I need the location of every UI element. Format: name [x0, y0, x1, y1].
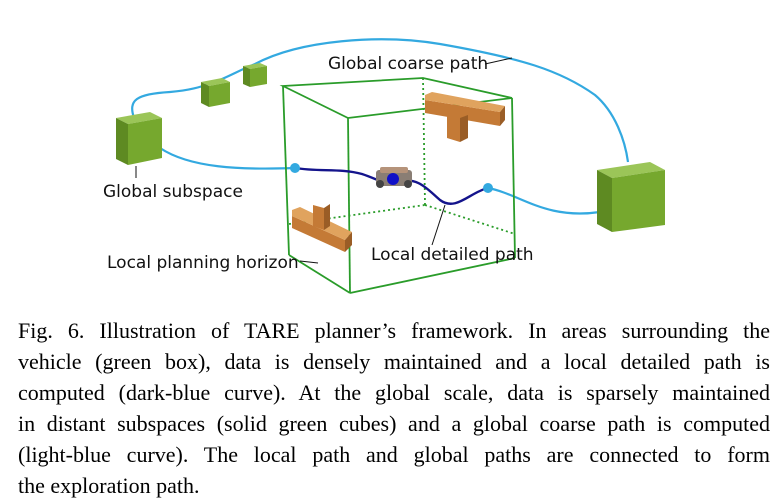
- global-subspace-cube-small-1: [201, 78, 230, 107]
- caption-line: in distant subspaces (solid green cubes)…: [18, 411, 770, 436]
- global-coarse-path-right-branch: [487, 186, 601, 215]
- vehicle-icon: [376, 167, 412, 188]
- leader-local-detailed-path: [431, 204, 446, 246]
- connection-point-left: [290, 163, 300, 173]
- label-local-planning-horizon: Local planning horizon: [107, 253, 299, 273]
- caption-line: vehicle (green box), data is densely mai…: [18, 349, 770, 374]
- tare-framework-illustration: Global coarse path Global subspace Local…: [103, 38, 665, 294]
- obstacle-lower: [292, 204, 352, 252]
- figure-caption: Fig. 6. Illustration of TARE planner’s f…: [18, 315, 770, 501]
- obstacle-upper: [425, 92, 505, 142]
- label-global-subspace: Global subspace: [103, 182, 243, 202]
- global-coarse-path-left-branch: [159, 147, 296, 170]
- local-planning-horizon-box: [279, 77, 516, 294]
- caption-line: (light-blue curve). The local path and g…: [18, 442, 770, 467]
- global-subspace-cube-large-left: [116, 112, 162, 165]
- caption-line: computed (dark-blue curve). At the globa…: [18, 380, 770, 405]
- label-global-coarse-path: Global coarse path: [328, 54, 488, 74]
- global-subspace-cube-small-2: [243, 63, 267, 87]
- caption-line: the exploration path.: [18, 473, 200, 498]
- leader-local-planning-horizon: [299, 260, 319, 264]
- global-subspace-cube-large-right: [597, 162, 665, 232]
- connection-point-right: [483, 183, 493, 193]
- leader-global-coarse-path: [484, 57, 513, 65]
- caption-line: Fig. 6. Illustration of TARE planner’s f…: [18, 318, 770, 343]
- global-coarse-path-curve: [131, 38, 630, 163]
- label-local-detailed-path: Local detailed path: [371, 245, 534, 265]
